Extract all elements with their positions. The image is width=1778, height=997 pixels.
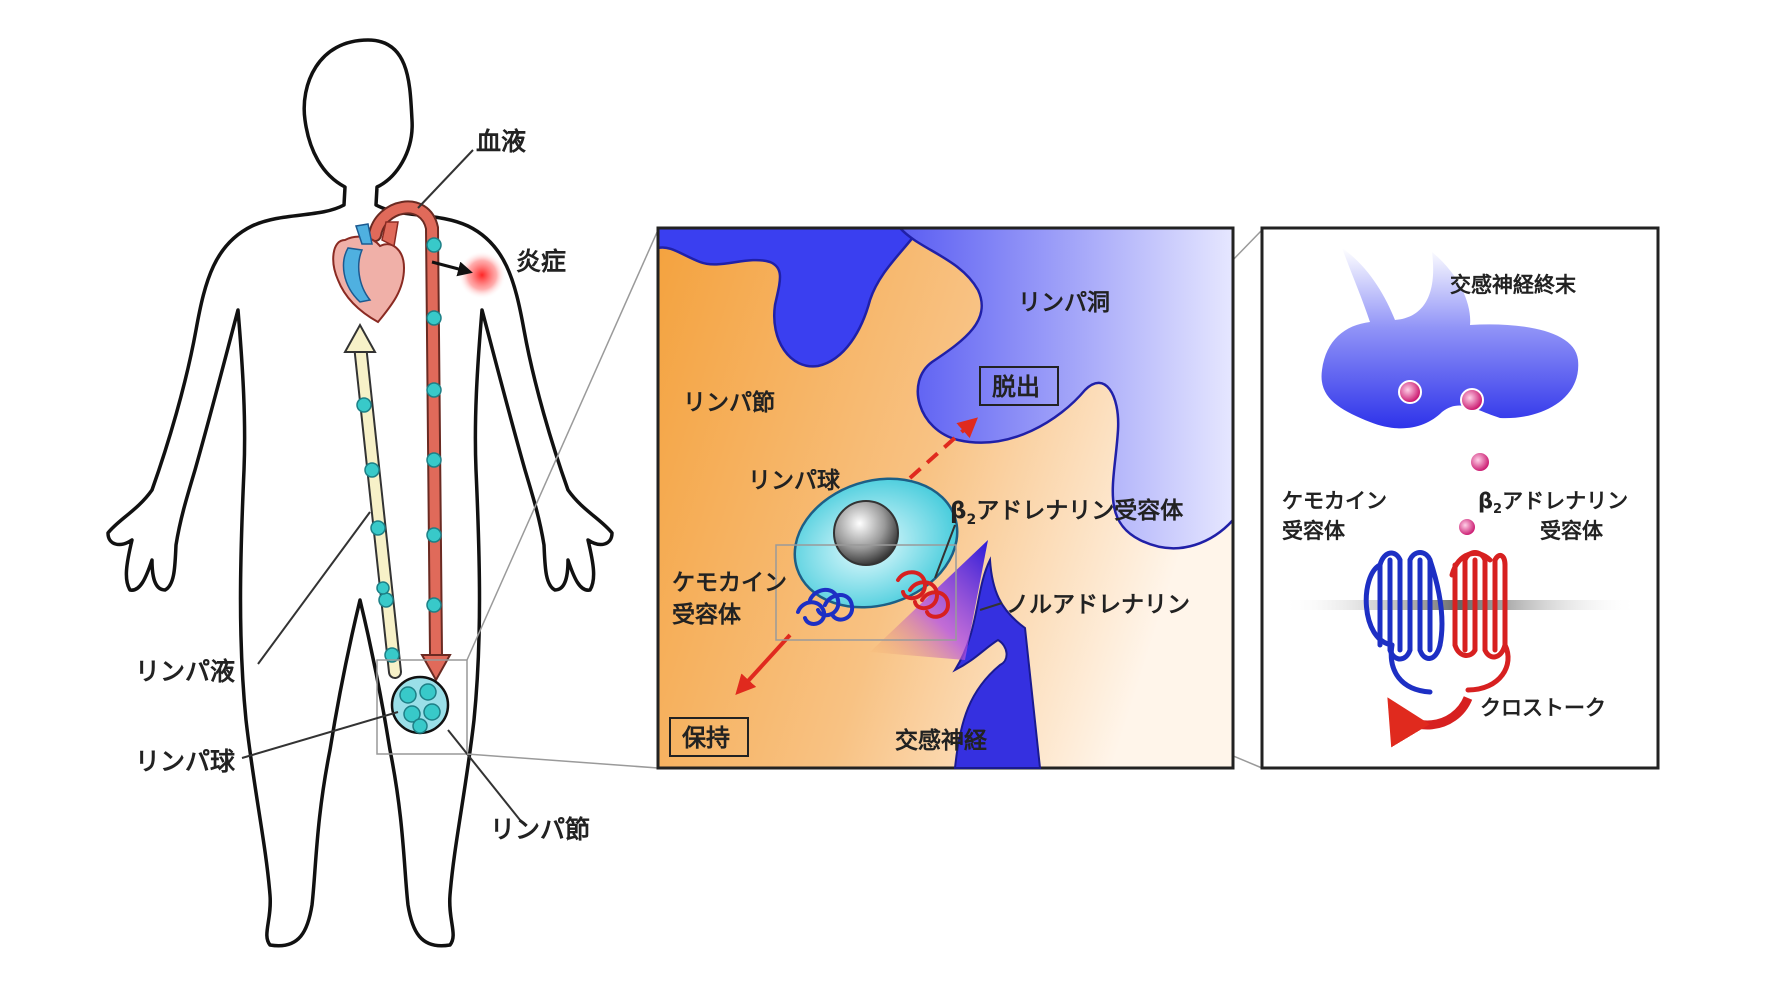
label-lymph-node-panel: リンパ節 [683, 389, 775, 416]
label-beta2-r-line2: 受容体 [1540, 519, 1604, 543]
retention-arrow [735, 633, 792, 695]
body-lymph-node [390, 675, 450, 735]
zoom-box-node [775, 544, 957, 641]
lymphocyte-cell [793, 477, 959, 626]
label-lymphocyte-body: リンパ球 [135, 747, 236, 776]
label-sympathetic-nerve: 交感神経 [895, 727, 988, 754]
human-body [106, 38, 614, 948]
label-chemokine-line1: ケモカイン [672, 570, 787, 596]
label-beta2-receptor: β2アドレナリン受容体 [950, 497, 1184, 528]
lymphocyte-dots [356, 237, 442, 663]
label-lymph-sinus: リンパ洞 [1018, 290, 1110, 316]
sympathetic-nerve-fiber [952, 556, 1042, 769]
label-crosstalk: クロストーク [1480, 696, 1606, 720]
crosstalk-arrow [1387, 695, 1473, 748]
panel-leaders [934, 524, 1003, 611]
egress-arrow [908, 417, 978, 480]
label-chemokine-r-line2: 受容体 [1282, 519, 1346, 543]
chemokine-receptor-helices [1363, 550, 1445, 695]
label-lymph-node-body: リンパ節 [490, 815, 590, 844]
leader-lines [241, 149, 521, 821]
egress-label-box: 脱出 [979, 366, 1059, 406]
chemokine-receptor-icon [796, 587, 855, 626]
inflammation-spot [458, 251, 506, 299]
nerve-terminal [1321, 248, 1579, 429]
svg-text:保持: 保持 [681, 724, 730, 752]
beta2-receptor-helices [1449, 550, 1511, 693]
body-outline [106, 38, 614, 948]
migration-arrow [431, 260, 473, 277]
beta2-receptor-icon [896, 570, 951, 619]
label-nerve-terminal: 交感神経終末 [1450, 273, 1577, 297]
nucleus [833, 500, 899, 566]
lymph-sinus-right [897, 226, 1235, 550]
lymph-sinus-left [656, 226, 923, 368]
noradrenaline-cloud [870, 540, 988, 660]
label-chemokine-r-line1: ケモカイン [1282, 489, 1387, 513]
cell-membrane [1282, 600, 1638, 610]
noradrenaline-vesicles [1398, 380, 1491, 537]
label-chemokine-line2: 受容体 [672, 601, 742, 628]
label-lymph-fluid: リンパ液 [135, 657, 235, 686]
label-beta2-r-line1: β2アドレナリン [1478, 489, 1628, 517]
label-noradrenaline: ノルアドレナリン [1006, 592, 1190, 618]
retention-label-box: 保持 [669, 717, 749, 757]
svg-text:脱出: 脱出 [992, 373, 1040, 401]
molecular-panel [1260, 226, 1660, 770]
zoom-box-body [376, 659, 468, 755]
heart [332, 221, 406, 324]
label-lymphocyte-panel: リンパ球 [748, 468, 841, 494]
label-blood: 血液 [476, 127, 526, 156]
label-inflammation: 炎症 [516, 247, 566, 276]
blood-vessel [368, 200, 452, 683]
